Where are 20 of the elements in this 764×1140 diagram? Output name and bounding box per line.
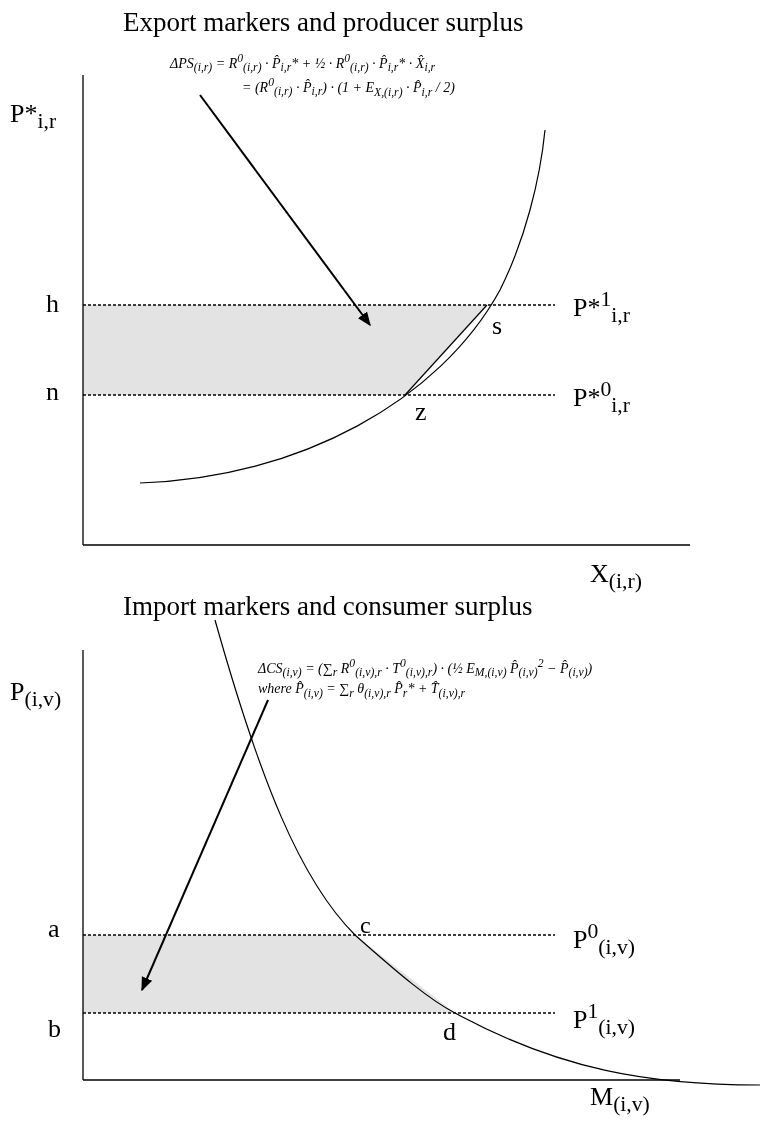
point-label: d bbox=[443, 1018, 456, 1047]
arrow bbox=[141, 699, 269, 992]
axis-label: P*$_{i,r}$ bbox=[10, 100, 57, 134]
axis-label: M$_{(i,v)}$ bbox=[590, 1083, 650, 1117]
shaded-area bbox=[83, 935, 455, 1013]
point-label: b bbox=[48, 1015, 61, 1044]
formula: ΔCS$_{(i,v)}$ = (∑$_{r}$ R$^{0}$$_{(i,v),r}$ · T$^{0}$$_{(i,v),r}$) · (½ E$_{M,(i,v)}$ P̂$_{(i,v)}$$^{2}$ − P̂$_{(i,v)}$) where P̂$_{(i,v)}$ = ∑$_{r}$ θ$_{(i,v),r}$ P̂$_{r}$* + T̂$_{(i,v),r}$ bbox=[258, 655, 593, 703]
panel-title: Export markers and producer surplus bbox=[123, 8, 524, 38]
point-label: z bbox=[415, 398, 427, 427]
arrow bbox=[199, 94, 371, 327]
point-label: h bbox=[46, 290, 59, 319]
shaded-area bbox=[83, 305, 487, 395]
panel-title: Import markers and consumer surplus bbox=[123, 592, 533, 622]
point-label: c bbox=[360, 912, 371, 939]
formula: ΔPS$_{(i,r)}$ = R$^{0}$$_{(i,r)}$ · P̂$_{i,r}$* + ½ · R$^{0}$$_{(i,r)}$ · P̂$_{i,r}$* · X̂$_{i,r}$ = (R$^{0}$$_{(i,r)}$ · P̂$_{i,r}$) · (1 + E$_{X,(i,r)}$ · P̂$_{i,r}$ / 2) bbox=[170, 50, 455, 101]
point-label: n bbox=[46, 378, 59, 407]
axis-label: X$_{(i,r)}$ bbox=[590, 560, 642, 594]
axis-label: P$_{(i,v)}$ bbox=[10, 678, 62, 712]
point-label: s bbox=[492, 312, 503, 341]
point-label: a bbox=[48, 915, 60, 944]
